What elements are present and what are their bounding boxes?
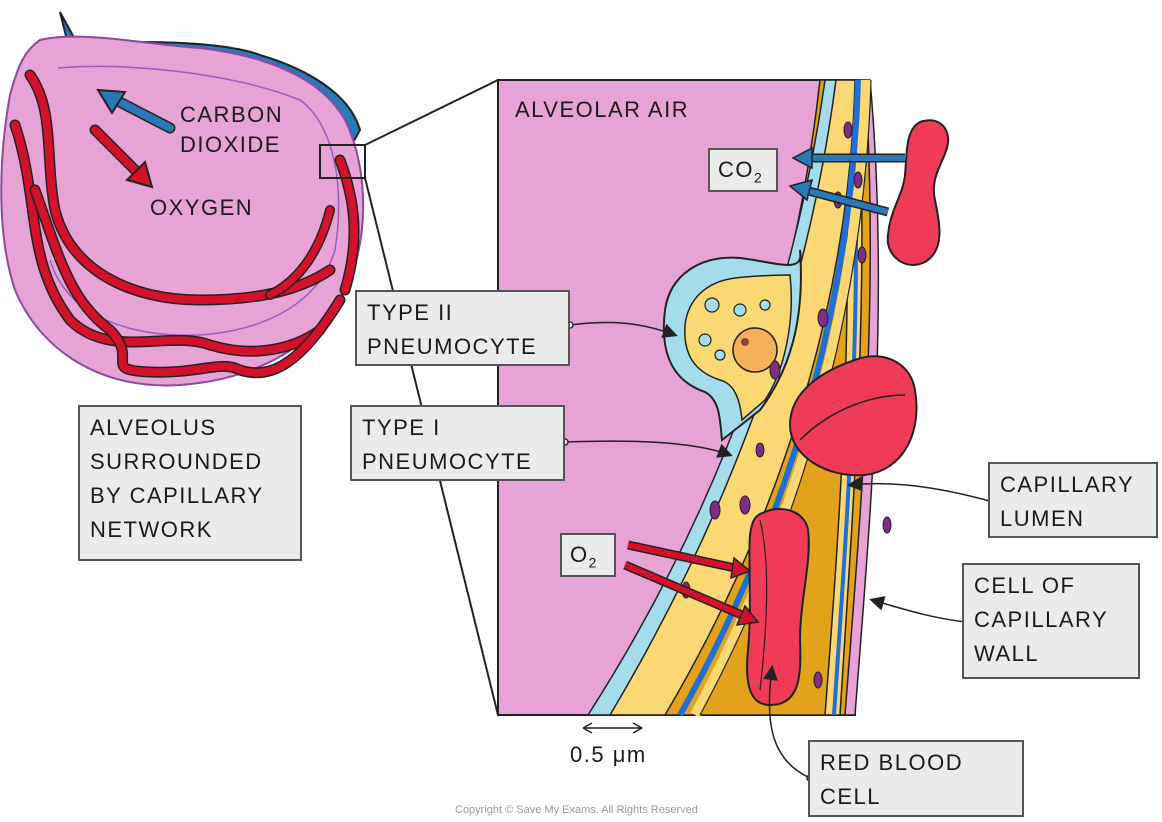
- capillary-lumen-label: CAPILLARY LUMEN: [988, 462, 1158, 538]
- alveolar-air-label: ALVEOLAR AIR: [515, 95, 689, 125]
- o2-label: O2: [560, 533, 616, 577]
- capillary-wall-cell-label: CELL OF CAPILLARY WALL: [962, 563, 1140, 679]
- type1-pneumocyte-label: TYPE I PNEUMOCYTE: [350, 405, 565, 481]
- red-blood-cell-top: [888, 120, 948, 265]
- red-blood-cell-label: RED BLOOD CELL: [808, 740, 1024, 817]
- scale-label: 0.5 μm: [570, 740, 647, 770]
- type2-pneumocyte-label: TYPE II PNEUMOCYTE: [355, 290, 570, 366]
- zoom-line-top: [365, 80, 498, 145]
- scale-bar: [583, 723, 642, 733]
- copyright-notice: Copyright © Save My Exams. All Rights Re…: [455, 804, 698, 816]
- carbon-dioxide-label: CARBON DIOXIDE: [180, 100, 283, 160]
- red-blood-cell-bottom: [747, 509, 809, 705]
- alveolus-caption: ALVEOLUS SURROUNDED BY CAPILLARY NETWORK: [78, 405, 302, 561]
- co2-label: CO2: [708, 148, 778, 192]
- oxygen-label: OXYGEN: [150, 193, 253, 223]
